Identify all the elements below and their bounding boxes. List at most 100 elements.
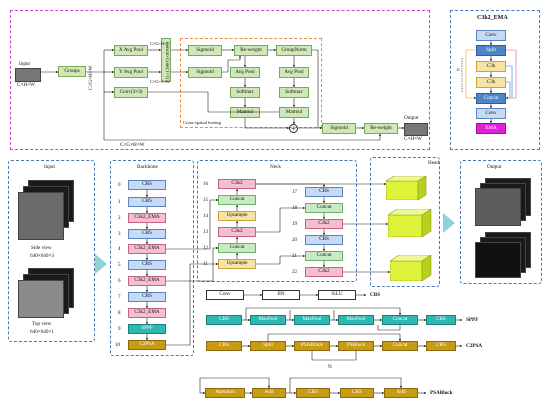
top-view-image — [18, 280, 64, 318]
side-view-image — [18, 192, 64, 240]
sppf-cbs-1: CBS — [206, 315, 242, 325]
reweight-box-2: Re-weight — [364, 123, 398, 134]
legend-cbs-name: CBS — [370, 292, 381, 298]
bb-num-7: 7 — [118, 295, 121, 300]
ema-output-dim: C×H×W — [404, 136, 422, 142]
bb-num-10: 10 — [115, 343, 120, 348]
neck-layer-18: Concat — [305, 203, 343, 213]
c2psa-cbs-2: CBS — [426, 341, 456, 351]
ema-module-frame — [10, 10, 430, 150]
c2psa-cbs-1: CBS — [206, 341, 242, 351]
legend-silu: SiLU — [318, 290, 356, 300]
ema-input-image — [15, 68, 41, 82]
side-view-label: Side view — [31, 245, 52, 251]
c2psa-psblock: PSBlock — [338, 341, 374, 351]
c3k2-c3k-2: C3k — [476, 77, 506, 88]
cg-1w-label: C//G×1×W — [150, 79, 170, 84]
groups-box: Groups — [58, 66, 86, 77]
y-avg-pool-box: Y Avg Pool — [114, 67, 148, 78]
neck-layer-21: Concat — [305, 251, 343, 261]
psa-cbs-2: CBS — [340, 388, 374, 398]
sigmoid-box-1: Sigmoid — [188, 45, 222, 56]
softmax-box-2: Softmax — [279, 87, 309, 98]
softmax-box-1: Softmax — [230, 87, 260, 98]
bb-num-8: 8 — [118, 311, 121, 316]
top-view-dim: 640×640×1 — [30, 329, 55, 335]
top-view-label: Top view — [32, 321, 52, 327]
head-cube-3 — [389, 254, 432, 286]
neck-frame — [197, 160, 357, 282]
neck-num-11: 11 — [203, 262, 208, 267]
neck-layer-15: Concat — [218, 195, 256, 205]
sppf-maxpool-2: MaxPool — [294, 315, 330, 325]
legend-bn: BN — [262, 290, 300, 300]
head-cube-2 — [387, 208, 432, 242]
input-panel-title: Input — [44, 164, 55, 170]
backbone-frame — [110, 160, 194, 356]
psa-attention: Attention — [205, 388, 245, 398]
psa-cbs-1: CBS — [296, 388, 330, 398]
legend-psablock-name: PSABlock — [430, 390, 453, 396]
legend-conv: Conv — [206, 290, 244, 300]
neck-num-21: 21 — [292, 254, 297, 259]
ema-output-image — [404, 123, 428, 136]
bb-layer-10: C2PSA — [128, 340, 166, 350]
side-view-dim: 640×640×3 — [30, 253, 55, 259]
bb-layer-3: CBS — [128, 229, 166, 239]
psa-add-2: Add — [384, 388, 418, 398]
neck-num-19: 19 — [292, 222, 297, 227]
bb-layer-0: CBS — [128, 180, 166, 190]
flow-arrow-output — [443, 213, 455, 233]
sppf-maxpool-3: MaxPool — [338, 315, 374, 325]
c3k2-ema-title: C3k2_EMA — [477, 15, 508, 21]
neck-num-13: 13 — [203, 230, 208, 235]
c2psa-concat: Concat — [382, 341, 418, 351]
neck-num-15: 15 — [203, 198, 208, 203]
neck-num-17: 17 — [292, 190, 297, 195]
avg-pool-box-1: Avg Pool — [230, 67, 260, 78]
c3k2-conv-top: Conv — [476, 30, 506, 41]
ema-output-label: Output — [404, 115, 419, 121]
output-title: Output — [487, 164, 502, 170]
legend-c2psa-name: C2PSA — [466, 343, 483, 349]
neck-num-16: 16 — [203, 182, 208, 187]
conv3x3-box: Conv(3×3) — [114, 87, 148, 98]
bb-num-5: 5 — [118, 263, 121, 268]
ema-input-dim: C×H×W — [17, 82, 35, 88]
c3k2-split: Split — [476, 45, 506, 56]
bb-layer-7: CBS — [128, 292, 166, 302]
sppf-concat: Concat — [382, 315, 418, 325]
output-top-image — [475, 242, 521, 278]
groupnorm-box: GroupNorm — [276, 45, 312, 56]
neck-layer-20: CBS — [305, 235, 343, 245]
c3k2-concat: Concat — [476, 93, 506, 104]
bb-layer-9: SPPF — [128, 324, 166, 334]
neck-num-18: 18 — [292, 206, 297, 211]
bb-layer-1: CBS — [128, 197, 166, 207]
psa-add-1: Add — [252, 388, 286, 398]
legend-sppf-name: SPPF — [466, 317, 479, 323]
input-panel-frame — [8, 160, 95, 342]
reweight-box: Re-weight — [234, 45, 268, 56]
matmul-box-2: Matmul — [279, 107, 309, 118]
cross-spatial-frame — [180, 38, 322, 128]
bb-layer-8: C3k2_EMA — [128, 308, 166, 318]
neck-layer-22: C3k2 — [305, 267, 343, 277]
c3k2-c3k-1: C3k — [476, 61, 506, 72]
sigmoid-box-2: Sigmoid — [188, 67, 222, 78]
head-title: Head — [428, 160, 439, 166]
bb-num-1: 1 — [118, 200, 121, 205]
neck-num-22: 22 — [292, 270, 297, 275]
bb-num-0: 0 — [118, 183, 121, 188]
ema-bottom-dim: C//G×H×W — [120, 142, 145, 148]
bb-num-9: 9 — [118, 327, 121, 332]
cg-h1-label: C//G×H×1 — [150, 41, 169, 46]
backbone-title: Backbone — [137, 164, 158, 170]
c3k2-ema-frame — [450, 10, 540, 150]
neck-layer-12: Concat — [218, 243, 256, 253]
bb-layer-2: C3k2_EMA — [128, 213, 166, 223]
head-frame — [370, 157, 440, 287]
cross-spatial-label: Cross-spatial learing — [183, 120, 221, 125]
bb-num-3: 3 — [118, 232, 121, 237]
